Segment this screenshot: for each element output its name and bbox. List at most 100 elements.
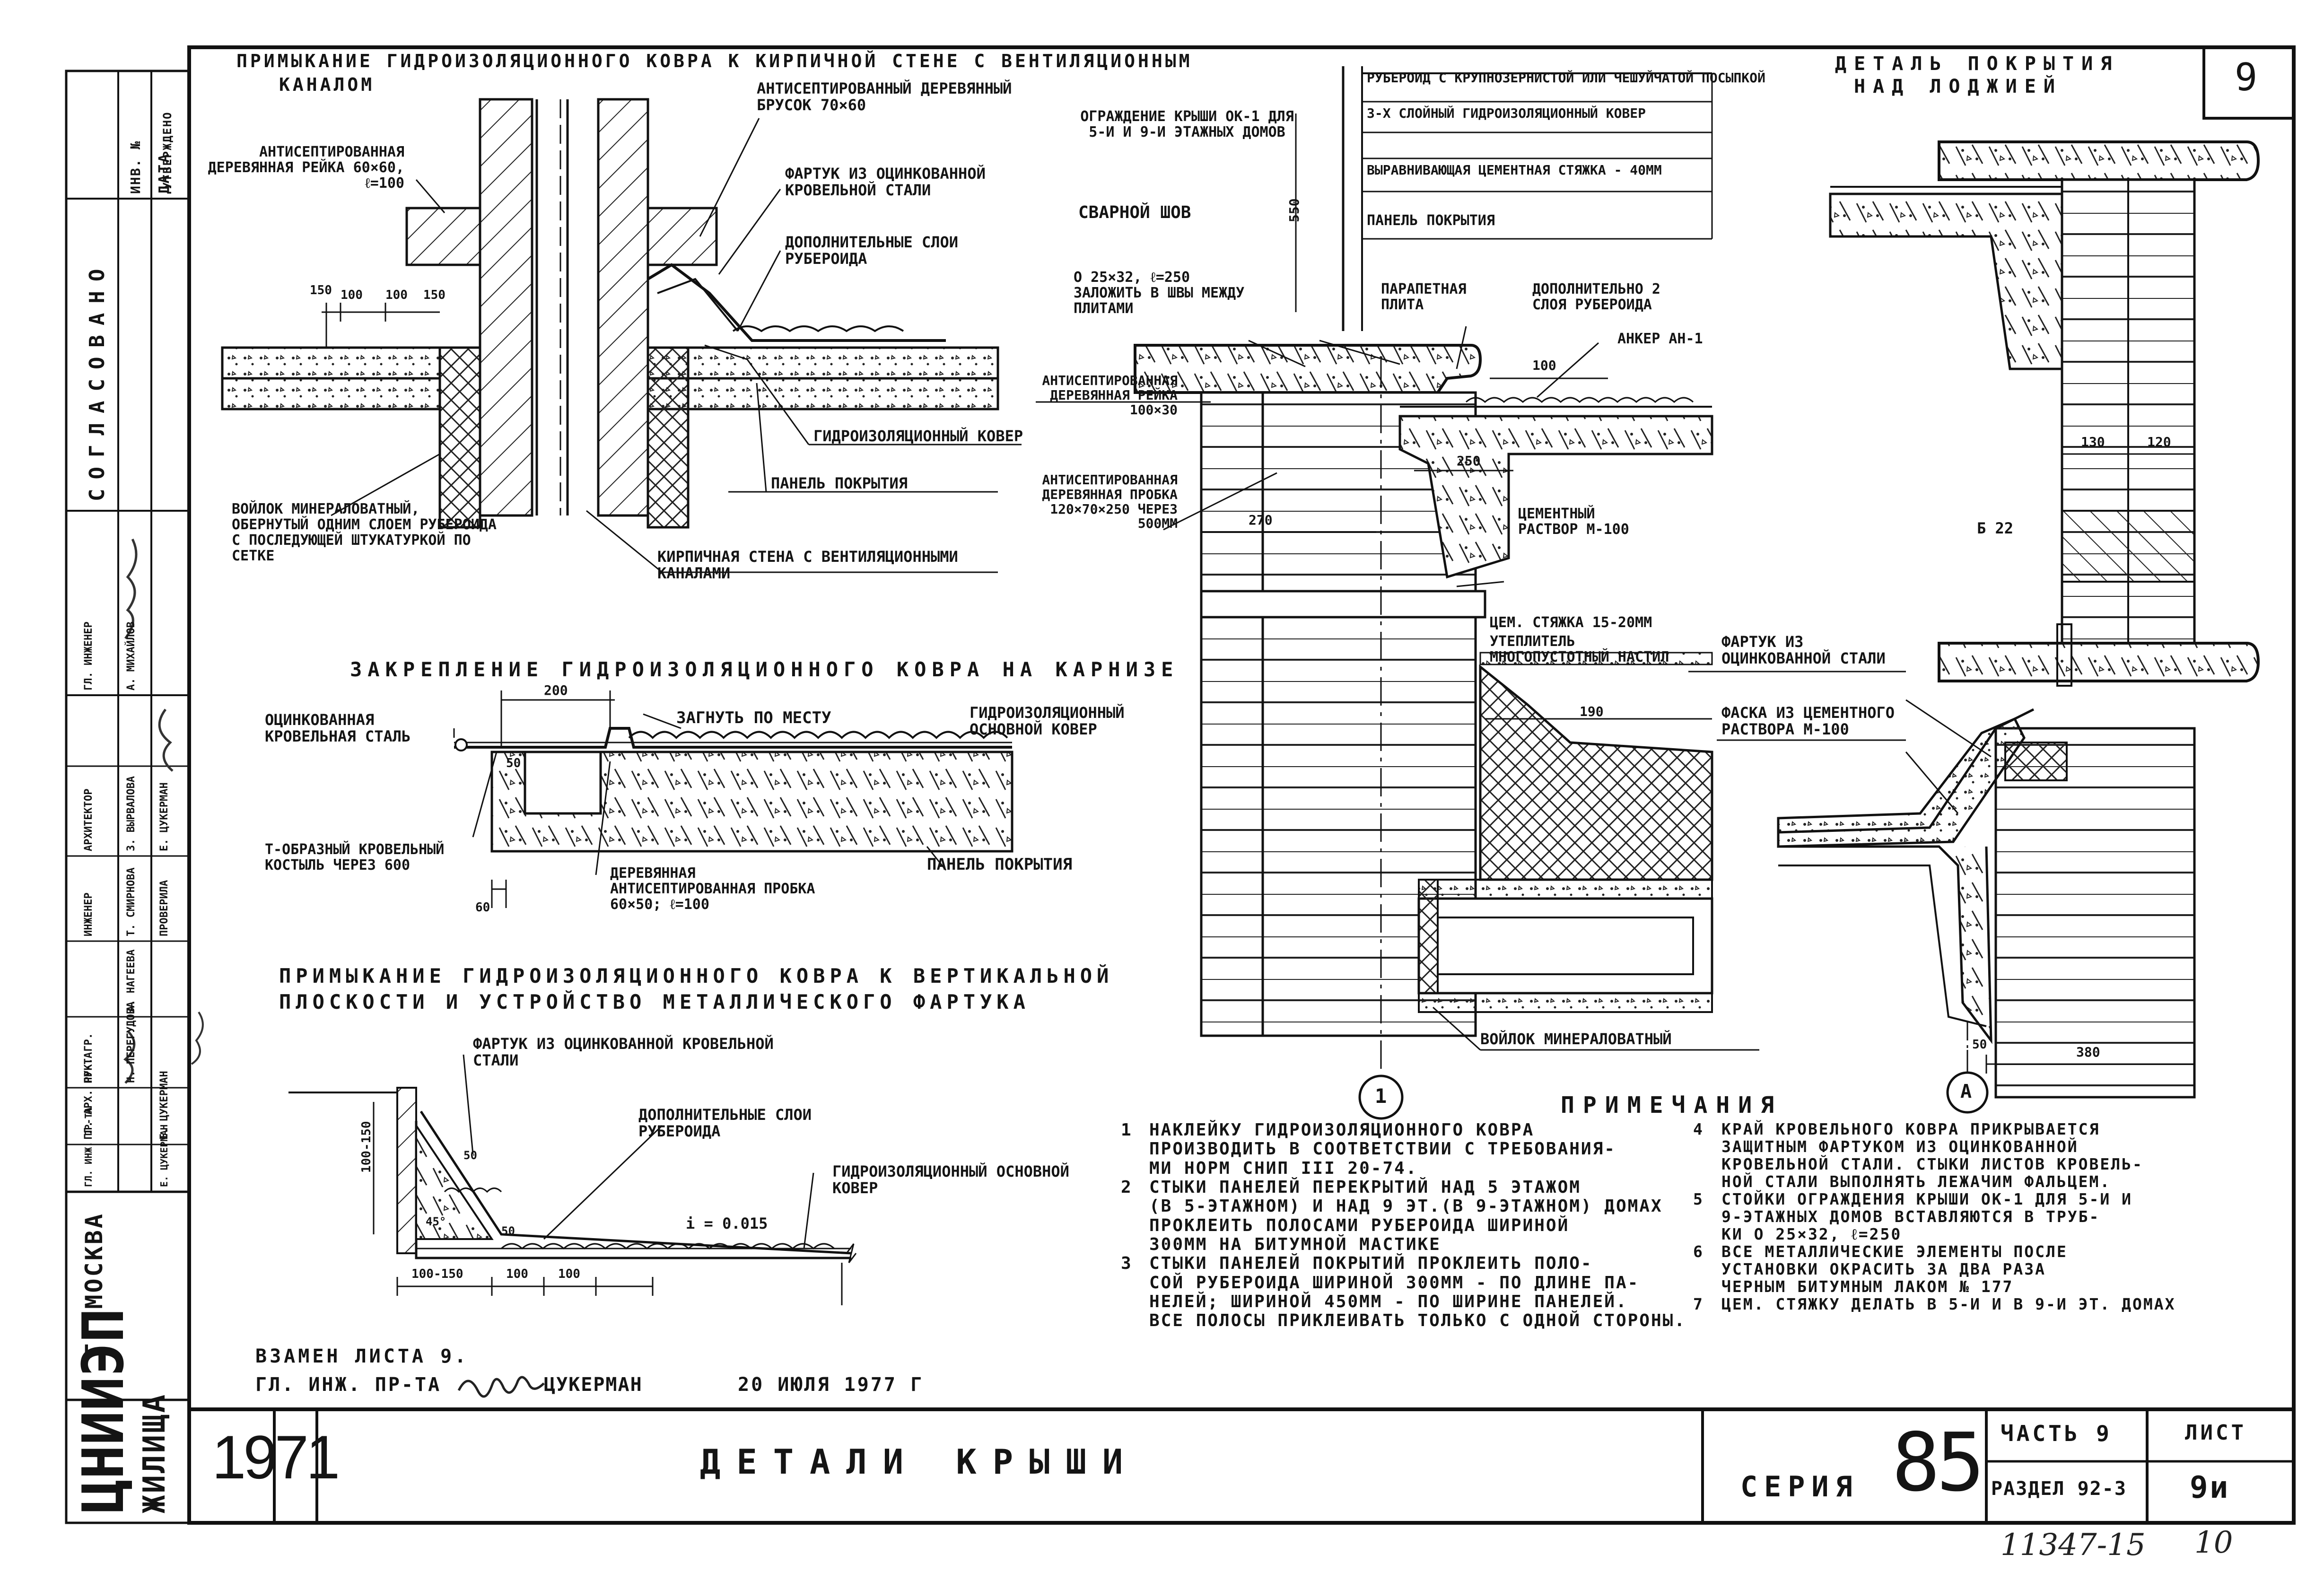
title-year: 1971 <box>212 1423 340 1492</box>
stamp-row-1-name: А. Михайлов <box>125 621 137 690</box>
section-label: Раздел 92-3 <box>1991 1478 2127 1500</box>
note-3-line1: Стыки панелей покрытий проклеить поло- <box>1149 1254 1593 1274</box>
stamp-header-agreed: Согласовано <box>85 259 109 501</box>
note-5-line1: Стойки ограждения крыши ОК-1 для 5-и и <box>1721 1189 2132 1208</box>
note-1-line3: ми норм СНиП III 20-74. <box>1149 1158 1418 1178</box>
note-7: 7 Цем. стяжку делать в 5-и и в 9-и эт. до… <box>1693 1294 2270 1313</box>
label-vertical-carpet: Гидроизоляционный основной ковер <box>832 1162 1069 1197</box>
dim-loggia-50: 50 <box>1972 1038 1987 1052</box>
dim-cornice-60: 60 <box>475 900 490 915</box>
dim-chimney-150-a: 150 <box>310 283 332 297</box>
dim-vertical-100-150-a: 100-150 <box>411 1267 463 1281</box>
replace-note-surname: Цукерман <box>544 1374 643 1396</box>
label-chimney-extra-layers: Дополнительные слои рубероида <box>785 233 959 268</box>
dim-chimney-150-b: 150 <box>423 288 446 302</box>
label-vertical-extra-layers: Дополнительные слои рубероида <box>638 1106 812 1141</box>
note-3-line4: Все полосы приклеивать только с одной ст… <box>1149 1311 1686 1331</box>
stamp-row-3-name: Т. Смирнова <box>125 867 137 936</box>
label-pipe: о 25×32, ℓ=250 заложить в швы между плит… <box>1074 269 1245 317</box>
axis-marker-a: А <box>1960 1081 1972 1102</box>
note-5-line3: ки о 25×32, ℓ=250 <box>1721 1224 1902 1243</box>
label-cornice-bend: Загнуть по месту <box>676 708 831 727</box>
stamp-header-inv: Инв. № <box>128 140 143 194</box>
stamp-row-5-role: Проверила <box>158 880 170 936</box>
dim-loggia-380: 380 <box>2076 1044 2100 1060</box>
notes-column-right: 4 Край кровельного ковра прикрывается защ… <box>1693 1120 2270 1313</box>
note-4-line1: Край кровельного ковра прикрывается <box>1721 1120 2100 1138</box>
note-4-line3: кровельной стали. Стыки листов кровель- <box>1721 1154 2143 1173</box>
label-brick-wall: Кирпичная стена с вентиляционными канала… <box>657 548 958 583</box>
dim-vertical-50-b: 50 <box>501 1224 515 1238</box>
note-1: 1Наклейку гидроизоляционного ковра произ… <box>1121 1120 1679 1178</box>
archive-code: 11347-15 <box>2001 1528 2146 1563</box>
detail-chimney-drawing <box>221 98 1022 573</box>
note-2-line4: 300мм на битумной мастике <box>1149 1234 1441 1254</box>
note-7-number: 7 <box>1693 1294 1704 1313</box>
label-b22: Б 22 <box>1977 519 2014 537</box>
stamp-row-1-role: Гл. инженер <box>83 621 95 690</box>
detail-loggia-title-line1: Деталь покрытия <box>1835 53 2120 75</box>
label-cornice-panel: Панель покрытия <box>927 855 1073 874</box>
label-parapet-slab: Парапетная плита <box>1381 281 1467 313</box>
stamp-row-8-role: Гл. инж. пр-та <box>83 1107 94 1187</box>
dim-parapet-270: 270 <box>1249 512 1273 528</box>
detail-chimney-title-line2: каналом <box>279 74 375 95</box>
note-2-number: 2 <box>1121 1177 1133 1197</box>
detail-cornice-drawing <box>453 690 1013 908</box>
dim-loggia-120: 120 <box>2147 434 2171 450</box>
note-4-line4: ной стали выполнять лежачим фальцем. <box>1721 1172 2111 1191</box>
replace-note-line1: Взамен листа 9. <box>255 1345 469 1367</box>
label-layers-4: Панель покрытия <box>1367 212 1495 229</box>
note-6-line2: установки окрасить за два раза <box>1721 1259 2046 1278</box>
notes-heading: Примечания <box>1561 1092 1782 1118</box>
label-parapet-felt: Войлок минераловатный <box>1480 1030 1672 1048</box>
label-parapet-extra-layers: Дополнительно 2 слоя рубероида <box>1532 281 1660 313</box>
note-2-line3: проклеить полосами рубероида шириной <box>1149 1215 1570 1235</box>
series-number: 85 <box>1892 1416 1985 1510</box>
note-4-line2: защитным фартуком из оцинкованной <box>1721 1137 2079 1156</box>
label-antiseptic-bar: Антисептированный деревянный брусок 70×6… <box>757 79 1012 114</box>
note-7-line1: Цем. стяжку делать в 5-и и в 9-и эт. дом… <box>1721 1294 2176 1313</box>
stamp-row-2-name: З. Вырвалова <box>125 776 137 851</box>
org-city: г. Москва <box>80 1212 108 1357</box>
org-suffix: жилища <box>137 1392 172 1513</box>
dim-cornice-200: 200 <box>544 682 568 698</box>
stamp-row-2-role: Архитектор <box>83 788 95 851</box>
label-parapet-plug: Антисептированная деревянная пробка 120×… <box>1042 472 1178 532</box>
detail-vertical-title-line1: Примыкание гидроизоляционного ковра к ве… <box>279 964 1114 987</box>
note-2: 2Стыки панелей перекрытий над 5 этажом (… <box>1121 1178 1679 1254</box>
label-cornice-steel: Оцинкованная кровельная сталь <box>265 711 411 746</box>
dim-vertical-100-a: 100 <box>506 1267 528 1281</box>
detail-chimney-title-line1: Примыкание гидроизоляционного ковра к ки… <box>236 51 1193 71</box>
note-6-line3: черным битумным лаком № 177 <box>1721 1277 2014 1296</box>
angle-vertical-45: 45° <box>426 1215 446 1228</box>
label-chimney-panel: Панель покрытия <box>771 474 908 492</box>
label-chimney-apron: Фартук из оцинкованной кровельной стали <box>785 165 986 200</box>
sheet-label: Лист <box>2185 1421 2246 1445</box>
label-anchor: Анкер АН-1 <box>1617 331 1703 347</box>
note-3-line2: сой рубероида шириной 300мм - по длине п… <box>1149 1273 1640 1293</box>
stamp-row-3-role: Инженер <box>83 892 95 936</box>
note-5-number: 5 <box>1693 1189 1704 1208</box>
detail-loggia-title-line2: над лоджией <box>1854 76 2062 97</box>
dim-loggia-130: 130 <box>2081 434 2105 450</box>
dim-cornice-50: 50 <box>506 756 521 770</box>
detail-vertical-drawing <box>288 1054 852 1305</box>
label-mortar: Цементный раствор М-100 <box>1518 506 1629 538</box>
sheet-number: 9и <box>2190 1470 2230 1505</box>
part-label: Часть 9 <box>2001 1421 2112 1446</box>
dim-vertical-100-b: 100 <box>558 1267 580 1281</box>
label-layers-3: Выравнивающая цементная стяжка - 40мм <box>1367 162 1662 178</box>
note-4-number: 4 <box>1693 1120 1704 1138</box>
note-3-line3: нелей; шириной 450мм - по ширине панелей… <box>1149 1292 1628 1311</box>
dim-parapet-100: 100 <box>1532 358 1556 373</box>
detail-vertical-title-line2: плоскости и устройство металлического фа… <box>279 990 1030 1013</box>
label-loggia-chamfer: Фаска из цементного раствора М-100 <box>1721 704 1895 739</box>
dim-parapet-550: 550 <box>1286 198 1302 222</box>
label-screed: Цем. стяжка 15-20мм <box>1490 614 1652 631</box>
stamp-row-6-name: Н. Перегудова <box>125 1001 137 1083</box>
drawing-title: Детали крыши <box>700 1442 1139 1482</box>
label-fence: Ограждение крыши ОК-1 для 5-и и 9-и этаж… <box>1080 108 1294 140</box>
label-cornice-crutch: Т-образный кровельный костыль через 600 <box>265 841 445 873</box>
